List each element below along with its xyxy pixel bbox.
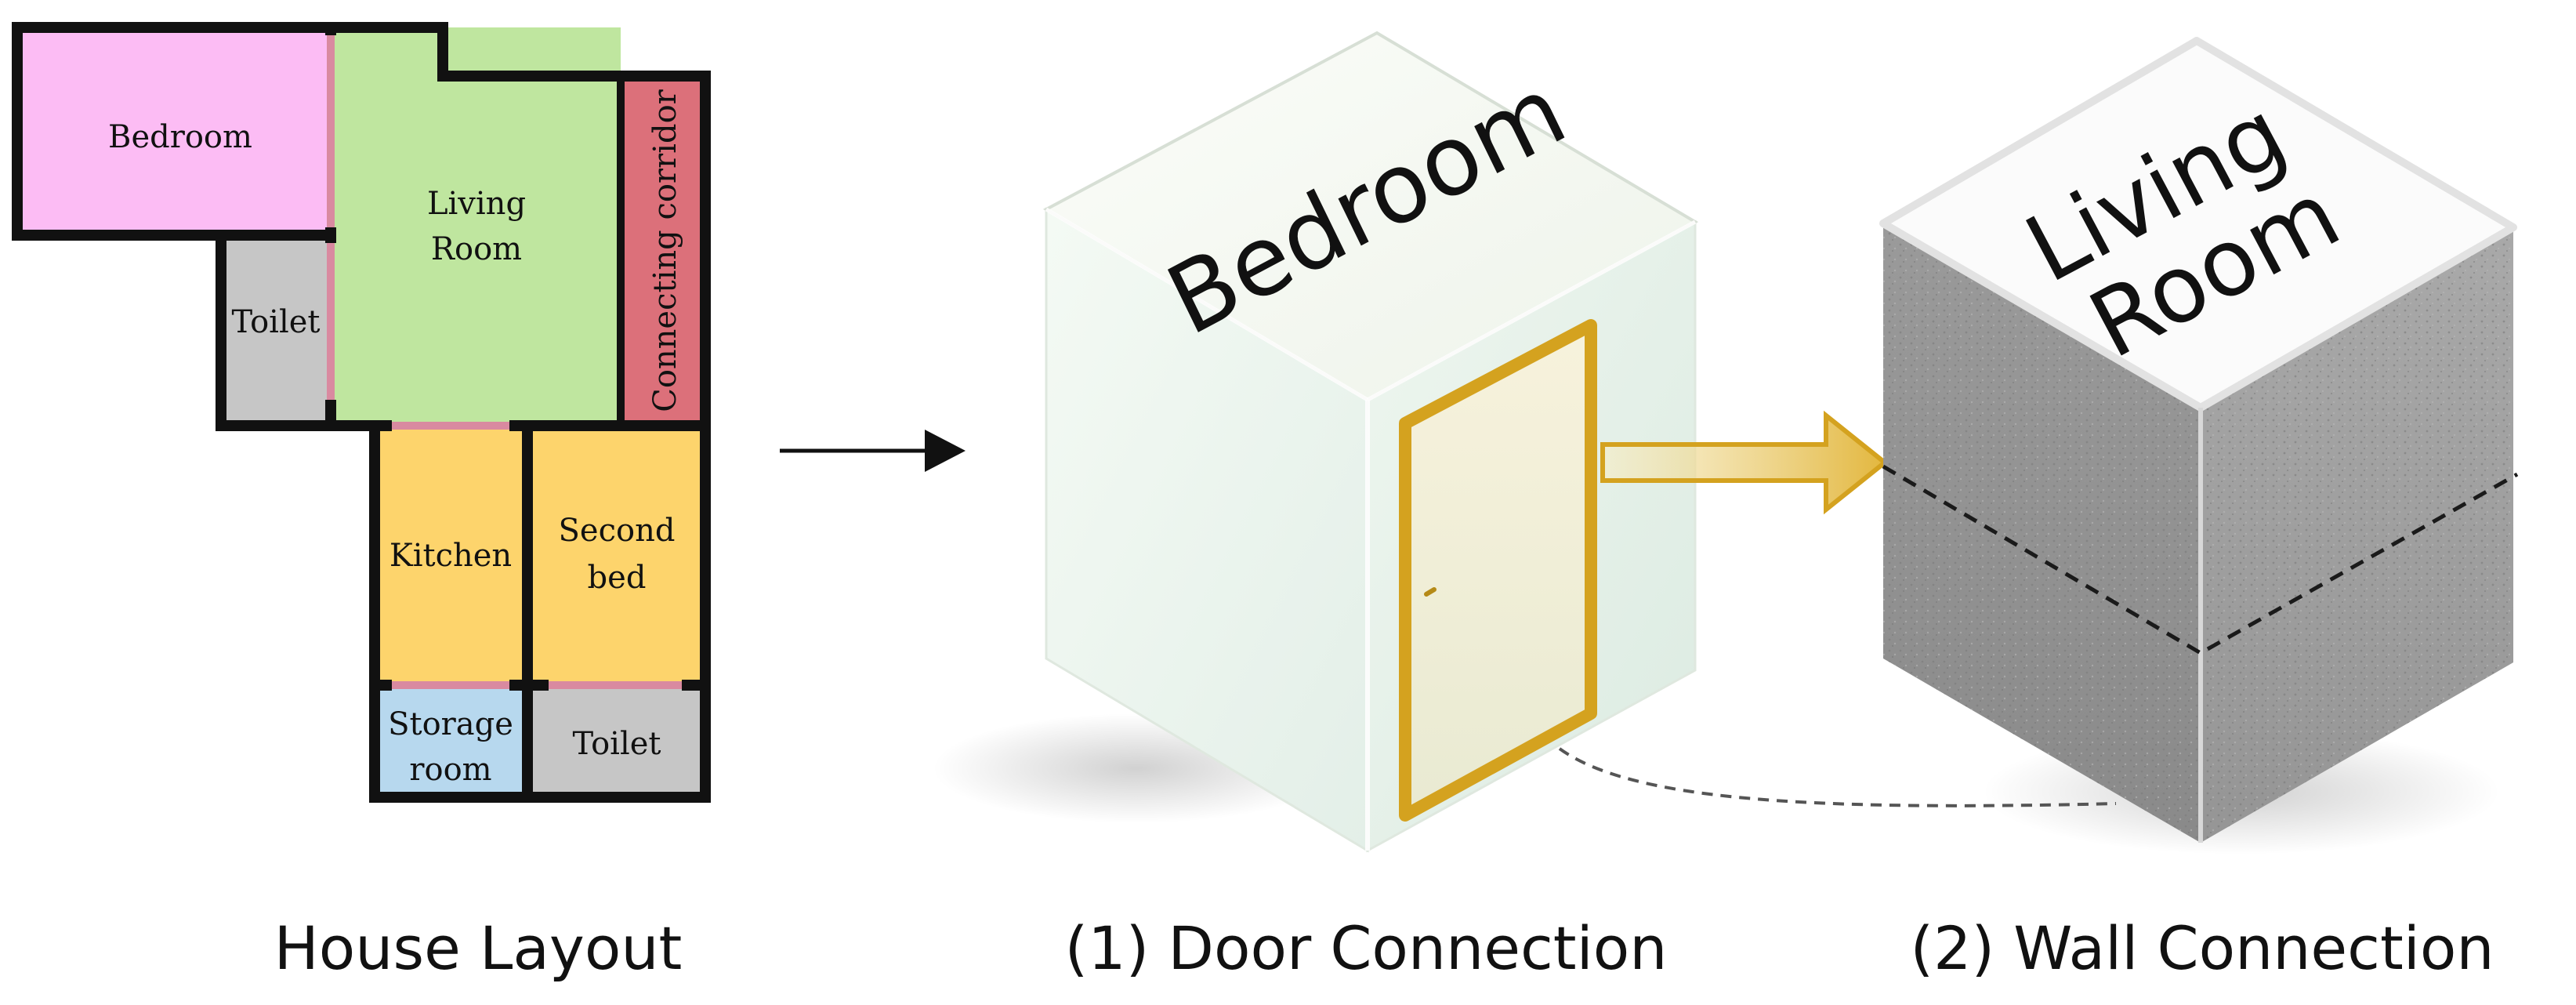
label-toilet-bottom: Toilet [573,726,661,762]
door-beam-body [1600,410,1889,515]
cube-wall-right-texture [2201,227,2513,843]
label-kitchen: Kitchen [389,538,512,574]
label-bedroom: Bedroom [108,119,252,155]
floor-plan-walls [12,22,711,803]
room-corridor [621,76,705,426]
room-second-bed [527,426,705,685]
cube-door-connection: Bedroom [933,31,1699,853]
label-living-line2: Room [431,231,522,267]
room-bedroom [17,27,331,235]
floor-plan: Bedroom Living Room Toilet Connecting co… [12,22,711,803]
room-toilet-bottom [527,685,705,797]
label-living-line1: Living [427,186,526,222]
cube-wall-connection: Living Room [1879,37,2519,854]
label-second-bed-line2: bed [588,560,647,596]
wall-split-line [1882,464,2519,655]
caption-house-layout: House Layout [274,913,683,983]
connection-dashed-curve [1558,747,2117,807]
door-gap-bedroom-living [327,35,335,227]
door-beam-arrow [1600,410,1889,515]
door-gap-kitchen-storage [392,681,509,689]
door-gap-toilet-living [327,243,335,400]
room-toilet-left [221,235,331,426]
door-knob [1424,587,1437,597]
cube-wall-top-face [1879,37,2517,412]
door-gap-living-kitchen [392,422,509,430]
label-storage-line1: Storage [388,706,513,742]
caption-door-connection: (1) Door Connection [1065,913,1668,983]
caption-wall-connection: (2) Wall Connection [1910,913,2494,983]
label-corridor: Connecting corridor [647,89,683,412]
room-living-ext [443,76,621,123]
label-storage-line2: room [409,752,491,788]
cube-wall-left-texture [1883,223,2201,843]
arrow-head [925,430,966,472]
room-kitchen [375,426,527,685]
room-storage [375,685,527,797]
transform-arrow [780,430,966,472]
label-toilet-left: Toilet [232,304,321,340]
label-second-bed-line1: Second [559,513,676,549]
door-panel [1399,319,1597,822]
door-gap-secondbed-toilet [549,681,682,689]
